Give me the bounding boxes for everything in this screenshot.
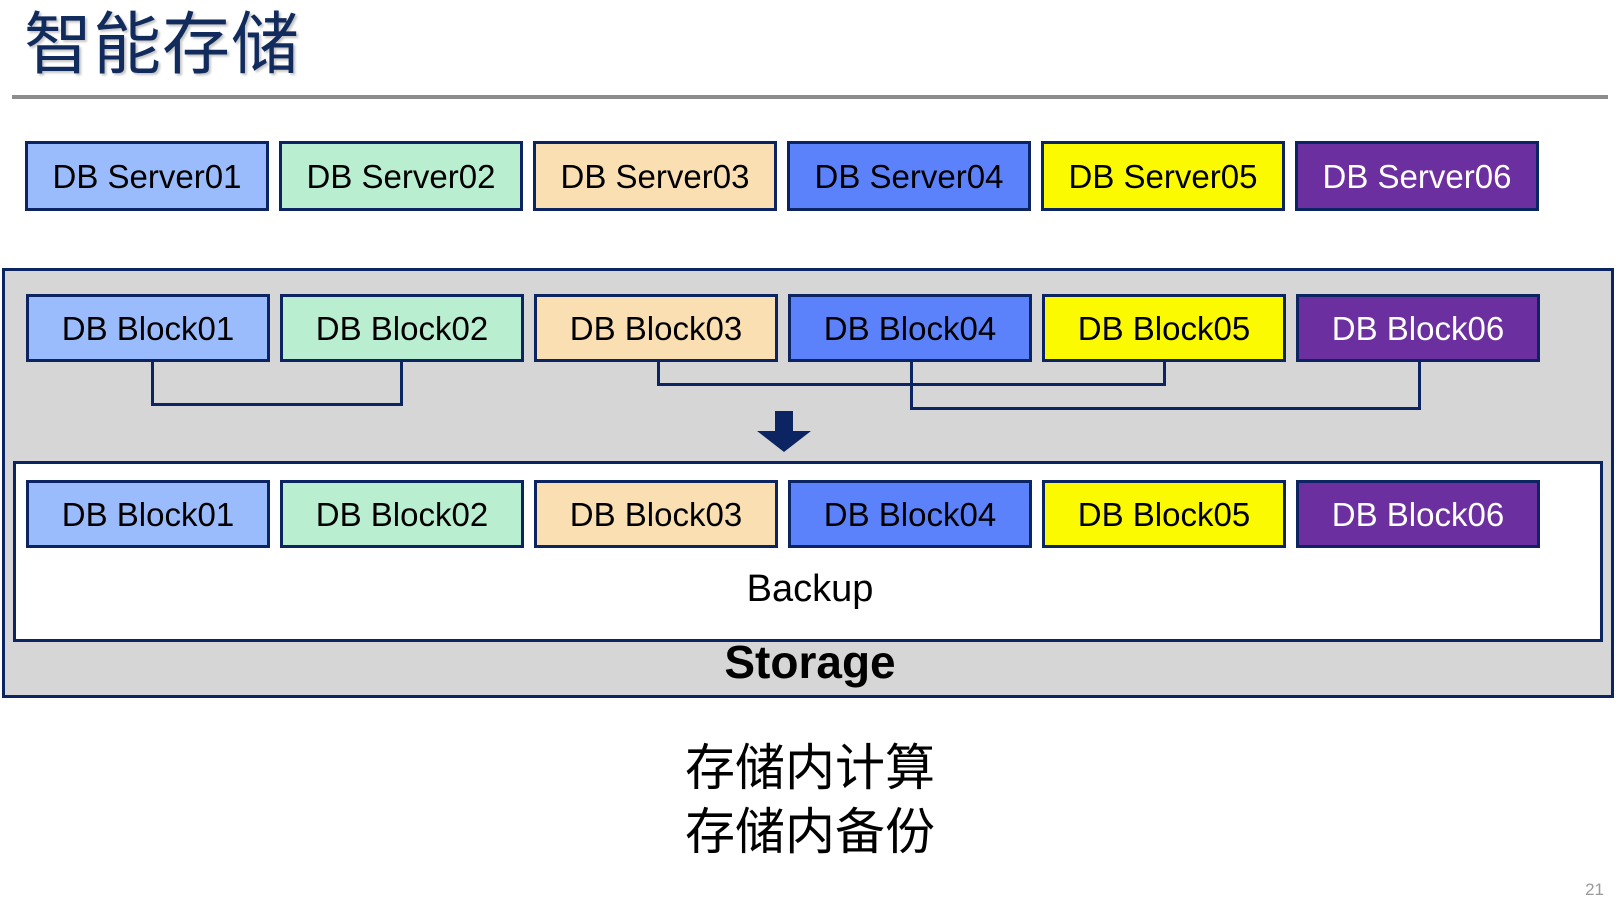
slide-caption: 存储内计算 存储内备份	[0, 736, 1620, 864]
db-block-backup-4[interactable]: DB Block04	[788, 480, 1032, 548]
connector-block06-drop	[1418, 362, 1421, 410]
db-block-primary-label: DB Block04	[823, 309, 997, 347]
db-server-box-5[interactable]: DB Server05	[1041, 141, 1285, 211]
db-block-backup-3[interactable]: DB Block03	[534, 480, 778, 548]
db-server-box-1[interactable]: DB Server01	[25, 141, 269, 211]
db-block-primary-3[interactable]: DB Block03	[534, 294, 778, 362]
db-block-primary-label: DB Block02	[315, 309, 489, 347]
db-block-backup-label: DB Block01	[61, 495, 235, 533]
db-server-box-label: DB Server01	[52, 157, 242, 195]
db-block-primary-5[interactable]: DB Block05	[1042, 294, 1286, 362]
db-block-backup-label: DB Block02	[315, 495, 489, 533]
db-server-box-4[interactable]: DB Server04	[787, 141, 1031, 211]
page-number: 21	[1585, 880, 1604, 899]
db-block-backup-5[interactable]: DB Block05	[1042, 480, 1286, 548]
db-block-backup-2[interactable]: DB Block02	[280, 480, 524, 548]
db-server-box-label: DB Server03	[560, 157, 750, 195]
db-block-primary-2[interactable]: DB Block02	[280, 294, 524, 362]
db-block-backup-1[interactable]: DB Block01	[26, 480, 270, 548]
connector-block04-drop	[910, 362, 913, 410]
db-server-box-label: DB Server04	[814, 157, 1004, 195]
connector-block01-drop	[151, 362, 154, 406]
title-divider	[12, 95, 1608, 99]
storage-label: Storage	[724, 636, 896, 688]
db-block-primary-label: DB Block01	[61, 309, 235, 347]
connector-block04-06-join	[910, 407, 1421, 410]
db-block-primary-6[interactable]: DB Block06	[1296, 294, 1540, 362]
db-block-primary-1[interactable]: DB Block01	[26, 294, 270, 362]
db-server-box-6[interactable]: DB Server06	[1295, 141, 1539, 211]
db-block-backup-label: DB Block06	[1331, 495, 1505, 533]
caption-line-1: 存储内计算	[685, 740, 935, 796]
backup-label: Backup	[746, 568, 874, 610]
db-block-backup-label: DB Block05	[1077, 495, 1251, 533]
db-server-box-3[interactable]: DB Server03	[533, 141, 777, 211]
db-block-primary-label: DB Block03	[569, 309, 743, 347]
page-title: 智能存储	[24, 7, 301, 83]
down-arrow-icon	[755, 411, 813, 453]
db-server-box-label: DB Server06	[1322, 157, 1512, 195]
db-block-backup-6[interactable]: DB Block06	[1296, 480, 1540, 548]
connector-block03-drop	[657, 362, 660, 386]
db-block-primary-4[interactable]: DB Block04	[788, 294, 1032, 362]
db-block-primary-label: DB Block05	[1077, 309, 1251, 347]
connector-block05-drop	[1163, 362, 1166, 386]
db-block-primary-label: DB Block06	[1331, 309, 1505, 347]
db-block-backup-label: DB Block04	[823, 495, 997, 533]
db-server-box-2[interactable]: DB Server02	[279, 141, 523, 211]
connector-block01-02-join	[151, 403, 403, 406]
caption-line-2: 存储内备份	[685, 804, 935, 860]
connector-block02-drop	[400, 362, 403, 406]
db-block-backup-label: DB Block03	[569, 495, 743, 533]
db-server-box-label: DB Server05	[1068, 157, 1258, 195]
db-server-box-label: DB Server02	[306, 157, 496, 195]
